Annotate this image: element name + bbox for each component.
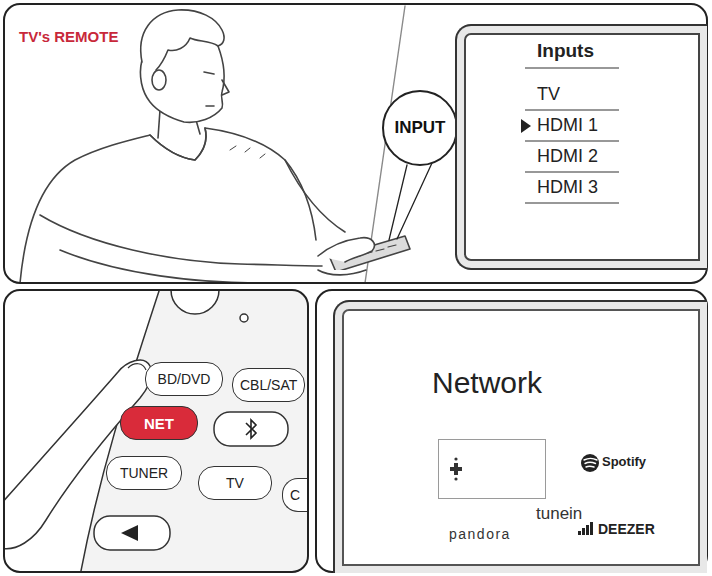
service-logo: Spotify [602,455,646,470]
input-button-callout: INPUT [382,90,458,166]
button-label: BD/DVD [158,371,211,387]
fingernail [128,364,146,370]
menu-item: HDMI 2 [537,146,598,167]
service-logo: pandora [449,526,511,542]
left-key [94,516,170,550]
face-detail [204,72,229,106]
remote-body [80,290,308,572]
button-label: NET [144,415,174,432]
button-label: C [290,487,300,503]
button-label: CBL/SAT [240,377,297,393]
panel-frame [4,4,707,283]
remote-button: C [282,478,307,512]
sweater-ribs [230,146,265,158]
deezer-icon [578,522,593,535]
menu-rule [525,109,619,110]
remote-button: CBL/SAT [232,368,305,402]
remote-button: NET [120,406,198,440]
panel-frames [4,4,707,572]
screen-heading: Network [432,366,542,401]
round-key [171,290,219,314]
service-name: tunein [536,504,582,524]
indicator-dot [240,314,248,322]
bluetooth-key [214,412,288,446]
remote-closeup [4,290,308,572]
leader-line [389,163,432,240]
service-tile: tunein [438,439,546,499]
bluetooth-symbol [246,420,256,438]
remote-button: TUNER [106,456,182,490]
tunein-icon [450,457,462,480]
menu-item: TV [537,84,560,105]
menu-item: HDMI 1 [537,115,598,136]
left-arrow-symbol [121,525,138,541]
hand [318,238,374,275]
back-arm [285,160,345,232]
panel-frame [316,290,707,572]
remote-caption: TV's REMOTE [19,28,118,45]
spotify-icon [581,454,599,472]
selection-marker [521,119,531,133]
remote-button: TV [198,466,272,500]
service-icons [450,454,599,535]
menu-rule [525,67,619,68]
button-label: TUNER [120,465,168,481]
tv-screen: InputsTV HDMI 1 HDMI 2 HDMI 3 [455,24,707,270]
button-label: TV [226,475,244,491]
finger [4,360,152,549]
service-logo: DEEZER [598,521,655,537]
menu-item: HDMI 3 [537,177,598,198]
hair [141,10,224,70]
button-label: INPUT [395,118,446,138]
menu-heading: Inputs [537,40,594,62]
menu-rule [525,171,619,172]
panel-frame [4,290,308,572]
remote-button: BD/DVD [145,362,223,396]
viewer-figure [20,6,432,283]
torso [20,128,316,283]
ear [152,70,166,90]
front-arm [40,215,322,283]
menu-rule [525,202,619,203]
menu-rule [525,140,619,141]
